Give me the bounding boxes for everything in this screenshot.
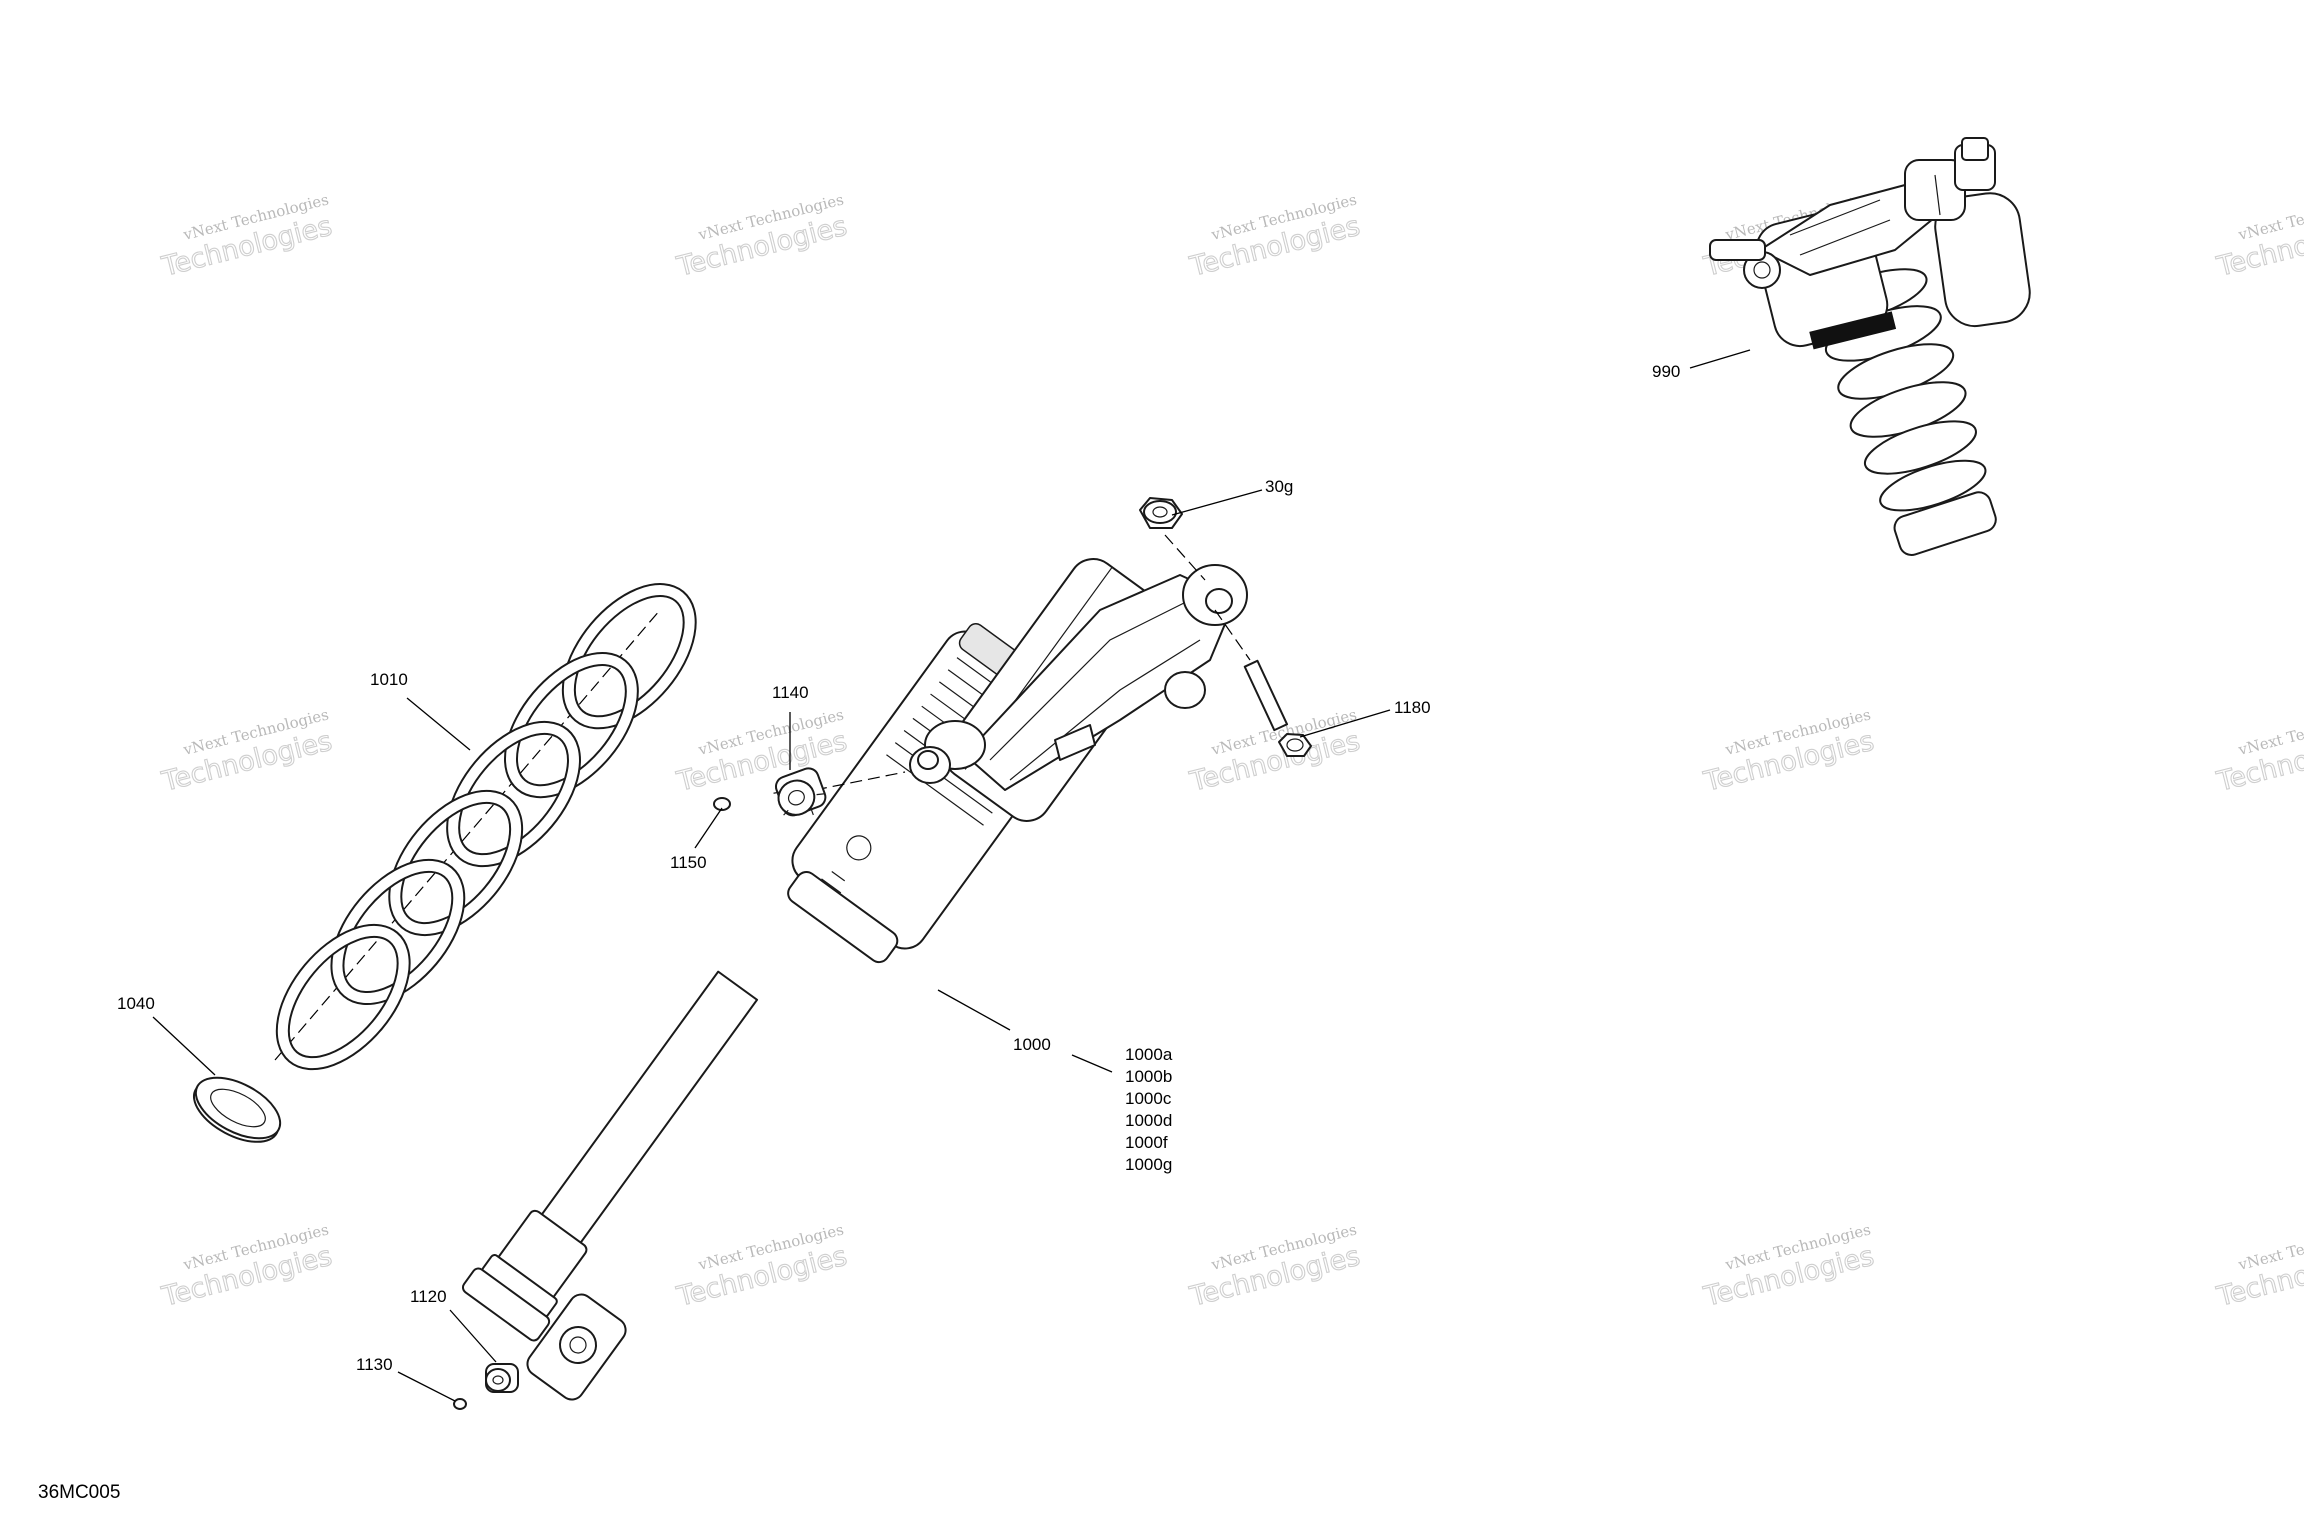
lower-screw-icon [453, 1398, 467, 1410]
adjuster-knob-icon [773, 767, 906, 817]
watermark: Technologies vNext Technologies [2213, 705, 2304, 798]
callout-1130: 1130 [356, 1355, 393, 1374]
watermark: Technologies vNext Technologies [158, 190, 336, 283]
watermark: Technologies vNext Technologies [2213, 1220, 2304, 1313]
callout-1120: 1120 [410, 1287, 447, 1306]
callout-1000g: 1000g [1125, 1155, 1172, 1174]
watermark: Technologies vNext Technologies [2213, 190, 2304, 283]
callout-1000f: 1000f [1125, 1133, 1168, 1152]
watermark: Technologies vNext Technologies [1186, 190, 1364, 283]
coil-spring-icon [274, 583, 697, 1071]
callout-1000c: 1000c [1125, 1089, 1172, 1108]
watermark: Technologies vNext Technologies [1700, 705, 1878, 798]
callout-1000b: 1000b [1125, 1067, 1172, 1086]
watermark: Technologies vNext Technologies [158, 1220, 336, 1313]
leader-lines [152, 349, 1751, 1402]
callouts: 990 30g 1010 1140 1180 1150 1040 1000 10… [117, 362, 1680, 1374]
callout-1000: 1000 [1013, 1035, 1051, 1054]
callout-1000d: 1000d [1125, 1111, 1172, 1130]
screw-icon [713, 797, 731, 811]
lower-adjuster-knob-icon [485, 1363, 519, 1393]
watermark: Technologies vNext Technologies [1186, 1220, 1364, 1313]
watermark: Technologies vNext Technologies [673, 1220, 851, 1313]
callout-1140: 1140 [772, 683, 809, 702]
callout-1040: 1040 [117, 994, 155, 1013]
callout-1010: 1010 [370, 670, 408, 689]
watermarks: Technologies vNext Technologies Technolo… [158, 190, 2304, 1313]
watermark: Technologies vNext Technologies [673, 190, 851, 283]
callout-30g: 30g [1265, 477, 1293, 496]
assembled-shock-icon [1709, 137, 2031, 556]
watermark: Technologies vNext Technologies [1700, 1220, 1878, 1313]
nut-icon [1139, 497, 1183, 529]
callout-1150: 1150 [670, 853, 707, 872]
watermark: Technologies vNext Technologies [158, 705, 336, 798]
spring-retainer-icon [192, 1076, 282, 1143]
callout-1000a: 1000a [1125, 1045, 1173, 1064]
callout-990: 990 [1652, 362, 1680, 381]
shock-absorber-icon [461, 558, 1248, 1401]
watermark: Technologies vNext Technologies [673, 705, 851, 798]
callout-1180: 1180 [1394, 698, 1431, 717]
bolt-icon [1214, 609, 1312, 757]
diagram-id: 36MC005 [38, 1482, 120, 1503]
